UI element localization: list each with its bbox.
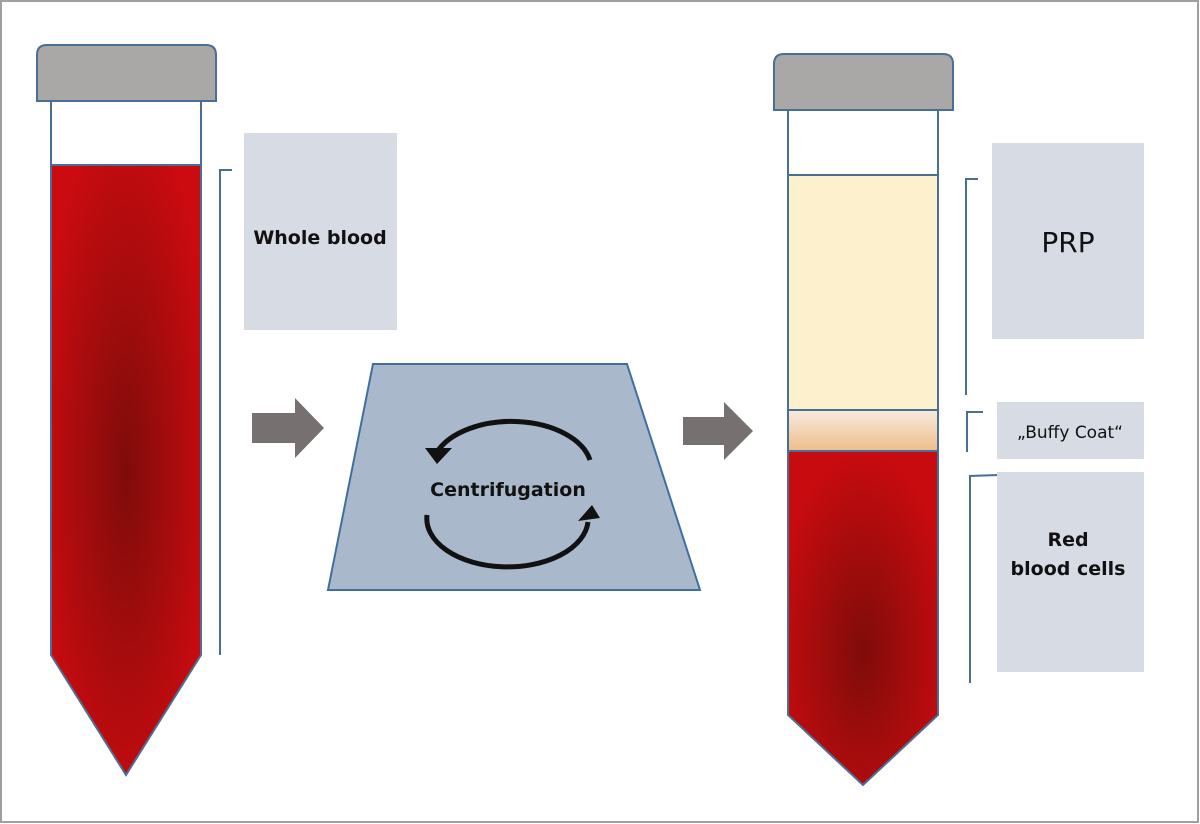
red-blood-cells-label-line1: Red [1047,529,1088,551]
arrow-right-icon [252,398,324,458]
red-blood-cells-label-box [997,472,1144,672]
whole-blood-tube [36,44,217,777]
whole-blood-bracket [219,169,232,655]
buffy-coat-layer [787,409,939,452]
arrow-right-icon [683,402,753,460]
rotation-arrows-icon [424,418,600,570]
red-blood-cells-bracket [969,474,999,683]
red-blood-cells-label-line2: blood cells [1011,558,1126,580]
tube-empty-space [787,109,939,176]
prp-layer [787,174,939,411]
whole-blood-fill [50,164,202,777]
tube-empty-space [50,100,202,166]
buffy-coat-label: „Buffy Coat“ [1017,423,1123,443]
centrifugation-label: Centrifugation [430,479,586,501]
prp-bracket [965,178,978,395]
prp-label: PRP [1041,226,1094,259]
centrifuge-shape [326,363,702,591]
tube-cap [36,44,217,102]
separated-tube [773,53,954,787]
buffy-coat-bracket [966,411,983,452]
whole-blood-label: Whole blood [253,227,386,249]
tube-cap [773,53,954,111]
buffy-coat-label-box [997,402,1144,459]
prp-label-box [992,143,1144,339]
centrifuge: Centrifugation [326,363,702,591]
whole-blood-label-box [244,133,397,330]
red-blood-cells-layer [787,450,939,787]
